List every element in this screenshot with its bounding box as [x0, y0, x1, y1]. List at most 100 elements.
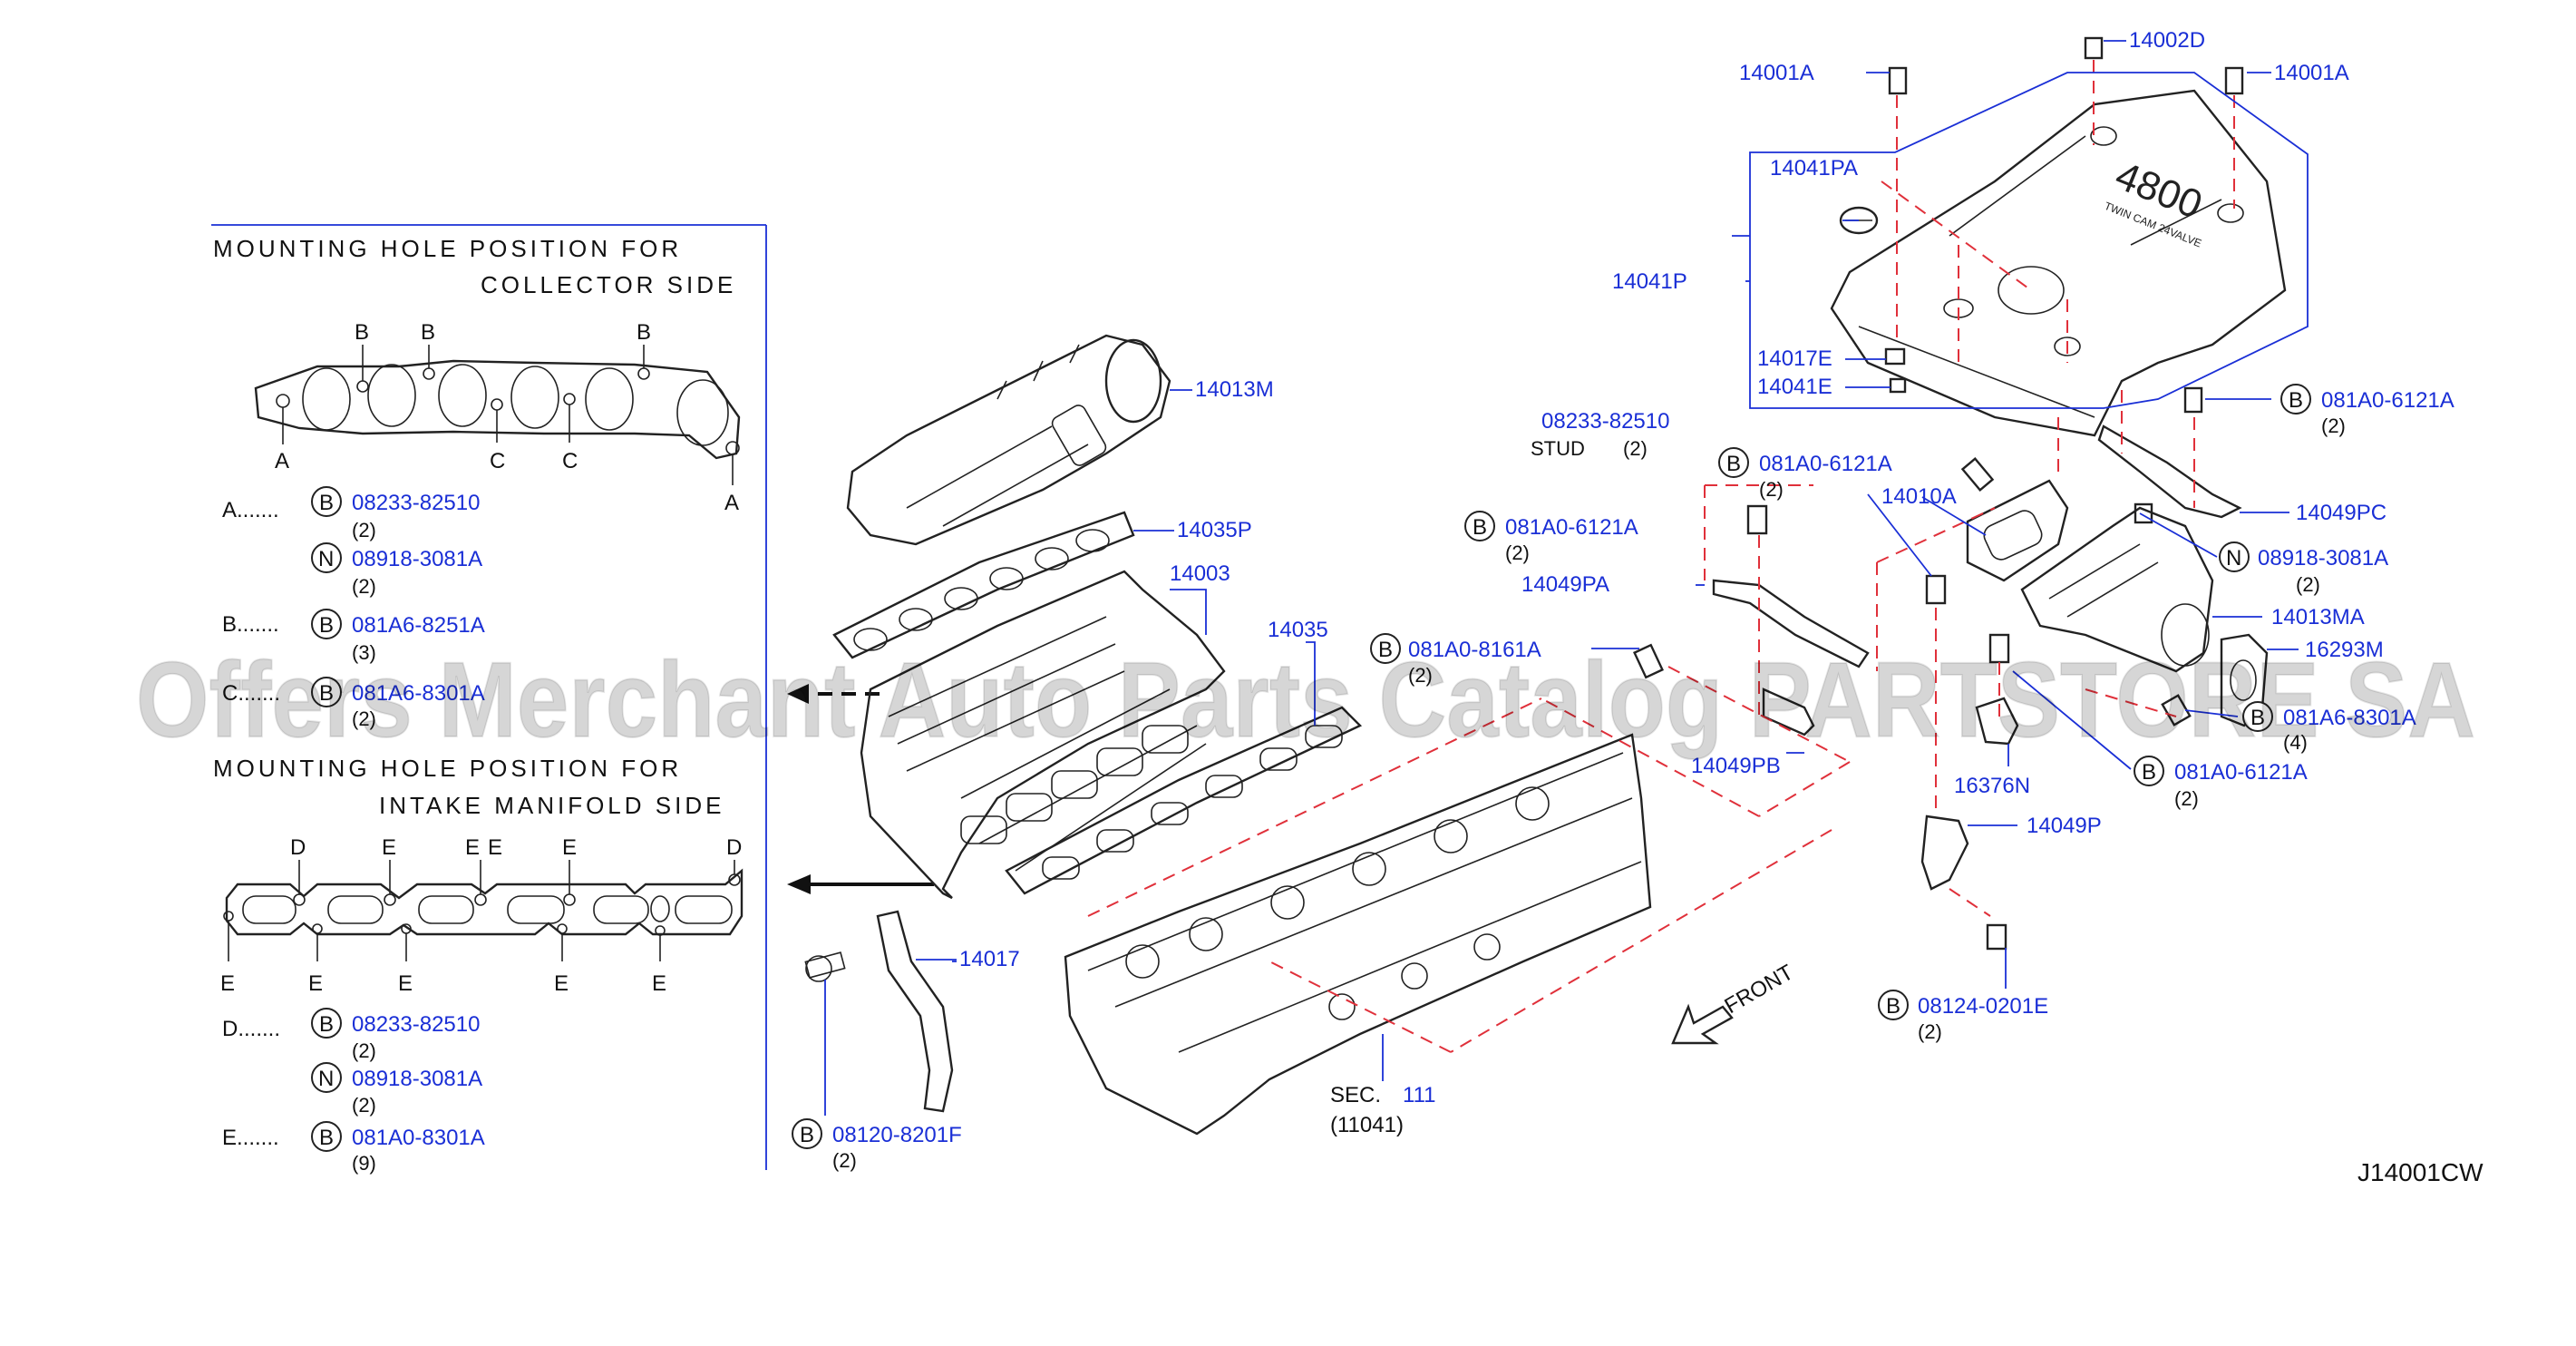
hole-letter-e8: E [554, 971, 569, 996]
legend-part-a1[interactable]: 08233-82510 [352, 491, 480, 515]
sec-subnumber: (11041) [1330, 1113, 1404, 1137]
legend-type-e1: B [319, 1126, 334, 1150]
intake-manifold-14003[interactable] [860, 570, 1226, 900]
hole-letter-c1: C [490, 449, 505, 473]
hole-letter-a1: A [275, 449, 289, 473]
legend-type-d2: N [318, 1067, 334, 1091]
label-14035P[interactable]: 14035P [1177, 518, 1252, 542]
diagram-code: J14001CW [2357, 1158, 2484, 1186]
bracket-16376N[interactable] [1975, 697, 2019, 746]
hole-letter-b1: B [355, 320, 369, 345]
legend-part-a2[interactable]: 08918-3081A [352, 547, 482, 571]
bracket-14049PC[interactable] [2097, 424, 2242, 519]
front-label: FRONT [1721, 960, 1798, 1019]
legend-key-e: E....... [222, 1126, 279, 1150]
label-081A0-8161A-qty: (2) [1408, 664, 1433, 687]
gasket-14010A[interactable] [1966, 479, 2069, 582]
label-081A0-6121A-mid[interactable]: 081A0-6121A [1759, 452, 1892, 476]
intake-heading-line1: MOUNTING HOLE POSITION FOR [213, 755, 682, 782]
legend-qty-c1: (2) [352, 707, 376, 730]
collector-14013M[interactable] [846, 334, 1171, 546]
legend-part-c1[interactable]: 081A6-8301A [352, 681, 485, 706]
label-14049P[interactable]: 14049P [2027, 814, 2102, 838]
hole-letter-b2: B [421, 320, 435, 345]
legend-qty-a1: (2) [352, 519, 376, 541]
gasket-14035[interactable] [1005, 706, 1363, 895]
legend-qty-d1: (2) [352, 1039, 376, 1062]
hole-letter-b3: B [637, 320, 651, 345]
legend-type-b1: B [319, 613, 334, 638]
engine-cover-14041P[interactable]: 4800 TWIN CAM 24VALVE [1830, 89, 2287, 437]
collector-heading-line2: COLLECTOR SIDE [481, 271, 736, 298]
label-16293M[interactable]: 16293M [2305, 638, 2384, 662]
label-081A0-6121A-low-qty: (2) [2174, 787, 2199, 810]
gasket-14035P[interactable] [832, 511, 1135, 659]
label-14049PC[interactable]: 14049PC [2296, 501, 2386, 525]
label-08120[interactable]: 08120-8201F [832, 1123, 962, 1147]
label-14035[interactable]: 14035 [1268, 618, 1328, 642]
label-14010A[interactable]: 14010A [1881, 484, 1957, 509]
label-16376N[interactable]: 16376N [1954, 774, 2030, 798]
hole-letter-e4: E [562, 835, 577, 860]
label-08120-qty: (2) [832, 1149, 857, 1172]
legend-type-a1: B [319, 491, 334, 515]
label-14049PB[interactable]: 14049PB [1691, 754, 1781, 778]
label-08124-type: B [1886, 994, 1900, 1019]
label-081A0-6121A-right[interactable]: 081A0-6121A [2321, 388, 2454, 413]
label-14002D[interactable]: 14002D [2129, 28, 2205, 53]
legend-key-a: A....... [222, 498, 279, 522]
inset-panel: MOUNTING HOLE POSITION FOR COLLECTOR SID… [211, 224, 767, 1175]
stud-qty: (2) [1623, 437, 1648, 460]
label-08918-type: N [2226, 546, 2241, 571]
hole-letter-d2: D [726, 835, 742, 860]
label-14003[interactable]: 14003 [1170, 561, 1230, 586]
label-08120-type: B [800, 1123, 814, 1147]
label-14041P[interactable]: 14041P [1612, 269, 1687, 294]
label-081A0-8161A[interactable]: 081A0-8161A [1408, 638, 1541, 662]
hole-letter-e9: E [652, 971, 666, 996]
label-08124-qty: (2) [1918, 1020, 1942, 1043]
bracket-14049PA[interactable] [1712, 579, 1870, 668]
legend-part-d1[interactable]: 08233-82510 [352, 1012, 480, 1037]
label-14001A-right[interactable]: 14001A [2274, 61, 2349, 85]
legend-type-a2: N [318, 547, 334, 571]
elbow-14013MA[interactable] [2020, 506, 2214, 673]
cylinder-head [1064, 733, 1652, 1136]
label-14013MA[interactable]: 14013MA [2271, 605, 2365, 629]
legend-key-c: C....... [222, 681, 280, 706]
label-081A0-6121A-left[interactable]: 081A0-6121A [1505, 515, 1638, 540]
label-08918-3081A[interactable]: 08918-3081A [2258, 546, 2388, 571]
legend-qty-d2: (2) [352, 1094, 376, 1117]
label-14041PA[interactable]: 14041PA [1770, 156, 1858, 180]
label-14001A-left[interactable]: 14001A [1739, 61, 1814, 85]
bracket-14049P[interactable] [1920, 814, 1969, 891]
legend-part-b1[interactable]: 081A6-8251A [352, 613, 485, 638]
legend-part-d2[interactable]: 08918-3081A [352, 1067, 482, 1091]
hole-letter-e6: E [308, 971, 323, 996]
bracket-14017[interactable] [804, 910, 954, 1113]
intake-heading-line2: INTAKE MANIFOLD SIDE [379, 792, 724, 819]
label-08124-0201E[interactable]: 08124-0201E [1918, 994, 2048, 1019]
label-14017E[interactable]: 14017E [1757, 346, 1832, 371]
label-081A6-qty: (4) [2283, 731, 2308, 754]
legend-part-e1[interactable]: 081A0-8301A [352, 1126, 485, 1150]
stud-label: STUD [1531, 437, 1585, 460]
callout-labels: 14013M 14035P 14003 14035 14017 B 08120-… [792, 28, 2454, 1172]
label-081A6-type: B [2250, 706, 2265, 730]
hole-letter-e3: E [488, 835, 502, 860]
label-14049PA[interactable]: 14049PA [1521, 572, 1609, 597]
label-081A0-6121A-left-qty: (2) [1505, 541, 1530, 564]
bracket-14049PB[interactable] [1762, 688, 1815, 736]
cover-frame [1749, 72, 2309, 409]
sec-number[interactable]: 111 [1403, 1083, 1435, 1107]
label-08233-82510-stud[interactable]: 08233-82510 [1541, 409, 1669, 434]
label-081A6-8301A[interactable]: 081A6-8301A [2283, 706, 2416, 730]
label-081A0-6121A-right-type: B [2289, 388, 2303, 413]
label-14041E[interactable]: 14041E [1757, 375, 1832, 399]
hole-letter-e7: E [398, 971, 413, 996]
hole-letter-d1: D [290, 835, 306, 860]
label-14017[interactable]: 14017 [959, 947, 1020, 971]
label-14013M[interactable]: 14013M [1195, 377, 1274, 402]
label-081A0-6121A-low[interactable]: 081A0-6121A [2174, 760, 2308, 785]
